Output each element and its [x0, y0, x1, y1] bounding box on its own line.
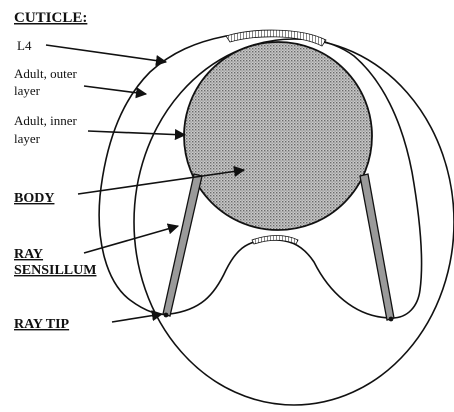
- adult-inner-label-line2: layer: [14, 131, 41, 146]
- l4-label: L4: [17, 38, 32, 53]
- body-disc: [184, 42, 372, 230]
- right-ray-tip: [389, 317, 394, 322]
- left-ray-tip: [164, 313, 169, 318]
- ray-tip-label: RAY TIP: [14, 317, 70, 332]
- adult-inner-label-line1: Adult, inner: [14, 113, 77, 128]
- ray-label-line1: RAY: [14, 247, 43, 262]
- left-ray-sensillum: [163, 174, 202, 316]
- ray-sensillum-leader-arrow: [84, 226, 178, 253]
- adult-outer-label-line1: Adult, outer: [14, 66, 77, 81]
- cuticle-heading-label: CUTICLE:: [14, 10, 87, 26]
- ray-tip-leader-arrow: [112, 314, 162, 322]
- l4-leader-arrow: [46, 45, 166, 62]
- adult-outer-label-line2: layer: [14, 83, 41, 98]
- right-ray-sensillum: [360, 174, 394, 320]
- body-label: BODY: [14, 191, 54, 206]
- ray-label-line2: SENSILLUM: [14, 263, 96, 278]
- adult-inner-leader-arrow: [88, 131, 185, 135]
